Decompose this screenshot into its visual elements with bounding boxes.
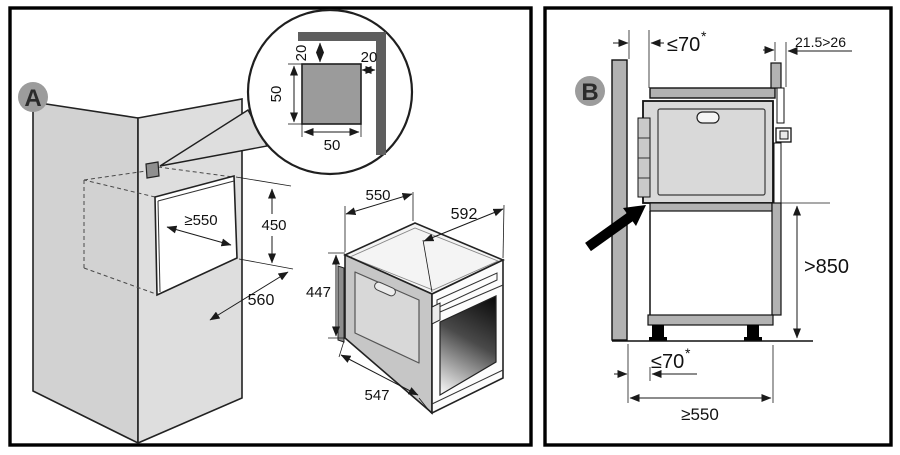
dim-plinth-height: >850 (773, 202, 849, 339)
hidden-cavity-lines (83, 166, 234, 295)
wall-panel (611, 59, 628, 341)
dim-oven-depth: 547 (364, 387, 389, 404)
badge-a-label: A (24, 85, 41, 112)
dim-cutout-side-offset: 20 (361, 49, 378, 66)
badge-a-circle (18, 82, 48, 112)
cabinet-back-panel (771, 202, 782, 316)
dim-bottom-gap-note: * (685, 345, 691, 361)
dim-cutout-width: 50 (324, 137, 341, 154)
dim-cutout-top-offset: 20 (293, 45, 310, 62)
dim-top-gap: ≤70 * (613, 28, 707, 88)
panel-a: 20 20 50 50 ≥550 450 560 (8, 6, 533, 447)
rear-spacer (776, 87, 785, 124)
oven-top-seam (348, 227, 500, 291)
dim-niche-height: 450 (261, 217, 286, 234)
oven-side-handle (374, 281, 396, 297)
oven-handle (696, 111, 720, 124)
dim-niche-depth: 560 (248, 292, 275, 309)
door-hinges (637, 117, 651, 198)
ventilation-arrow (585, 205, 646, 252)
oven-dimensions: 550 592 447 547 (306, 187, 505, 414)
dim-cabinet-depth-value: ≥550 (681, 405, 719, 424)
dim-top-gap-value: ≤70 (667, 34, 700, 56)
dim-bottom-gap: ≤70 * (614, 344, 697, 403)
oven-side-panel (354, 271, 420, 364)
oven-inner-panel (657, 108, 766, 196)
dim-oven-top-depth: 550 (365, 187, 390, 204)
adjustable-feet (649, 325, 762, 341)
badge-b-label: B (581, 79, 598, 106)
detail-vent-square (301, 63, 362, 125)
detail-right-bracket (376, 32, 386, 155)
dim-oven-width: 592 (451, 206, 478, 223)
oven-shelf (649, 202, 773, 212)
worktop (649, 87, 776, 99)
cable-outlet (775, 127, 792, 143)
oven-door-window (439, 295, 497, 397)
detail-top-bracket (298, 32, 383, 41)
side-section (585, 59, 813, 342)
badge-b: B (575, 76, 605, 106)
badge-a: A (18, 82, 48, 112)
dim-top-gap-note: * (701, 28, 707, 44)
cabinet-left-face (32, 101, 139, 445)
dim-oven-height: 447 (306, 284, 331, 301)
badge-b-circle (575, 76, 605, 106)
vent-cutout (145, 161, 160, 179)
oven-door-edge (337, 265, 345, 343)
dim-cutout-height: 50 (268, 86, 285, 103)
rear-strip (773, 142, 782, 204)
panel-b-frame (543, 6, 893, 447)
panel-b: ≤70 * 21.5>26 >850 ≤70 * ≥550 B (543, 6, 893, 447)
rear-upright (770, 62, 782, 89)
dim-bottom-gap-value: ≤70 (651, 351, 684, 373)
dim-plinth-height-value: >850 (804, 256, 849, 278)
niche-dimensions: ≥550 450 560 (166, 176, 294, 321)
oven-front-handle (431, 302, 441, 325)
dim-rear-gap: 21.5>26 (763, 34, 852, 87)
dim-rear-gap-value: 21.5>26 (795, 34, 846, 50)
vent-detail: 20 20 50 50 (268, 32, 386, 155)
bottom-shelf (647, 314, 774, 326)
dim-cabinet-depth: ≥550 (629, 345, 774, 424)
dim-niche-width: ≥550 (184, 212, 217, 229)
